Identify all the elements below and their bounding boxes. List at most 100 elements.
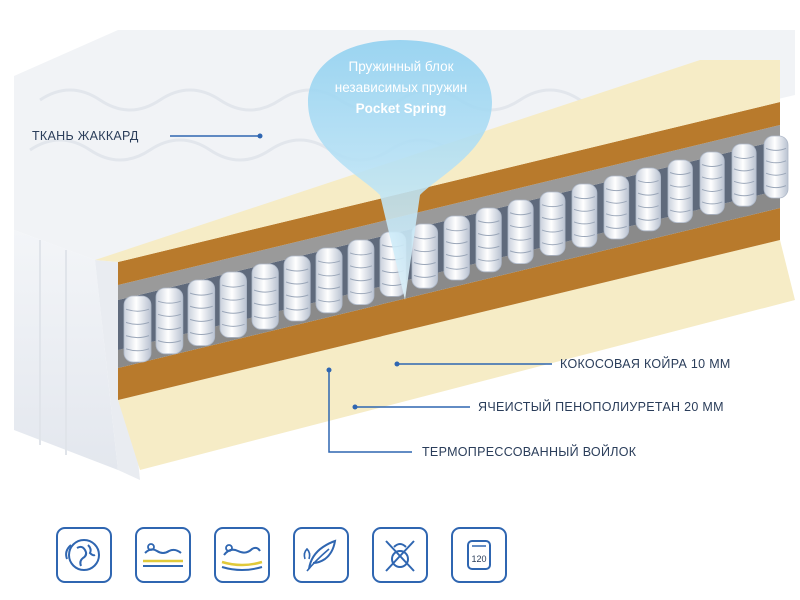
spring-ring: [541, 242, 564, 246]
spring-coil: [603, 175, 630, 240]
callout-line-1: Пружинный блок: [348, 59, 454, 74]
spring-ring: [317, 286, 341, 290]
spring-ring: [765, 172, 787, 176]
spring-ring: [541, 216, 564, 220]
spring-coil: [187, 279, 216, 346]
felt-dot: [326, 367, 332, 373]
spring-ring: [637, 205, 659, 209]
spring-ring: [509, 224, 532, 228]
spring-ring: [189, 292, 213, 296]
label-fabric: ТКАНЬ ЖАККАРД: [32, 129, 139, 143]
spring-ring: [189, 305, 213, 309]
spring-ring: [285, 294, 309, 298]
pocket-springs: [123, 135, 789, 363]
spring-ring: [733, 155, 755, 159]
spring-coil: [411, 223, 439, 289]
spring-ring: [445, 266, 468, 270]
spring-ring: [285, 268, 309, 272]
spring-ring: [541, 229, 564, 233]
spring-coil: [155, 287, 184, 355]
spring-ring: [413, 262, 436, 266]
spring-ring: [413, 249, 436, 253]
label-foam: ЯЧЕИСТЫЙ ПЕНОПОЛИУРЕТАН 20 ММ: [478, 400, 724, 414]
spring-ring: [701, 176, 723, 180]
spring-coil: [219, 271, 247, 338]
spring-ring: [605, 188, 627, 192]
spring-ring: [573, 234, 596, 238]
spring-ring: [733, 180, 755, 184]
spring-coil: [283, 255, 311, 322]
spring-ring: [317, 299, 341, 303]
spring-ring: [445, 241, 468, 245]
spring-ring: [349, 265, 373, 269]
spring-ring: [477, 220, 500, 224]
spring-coil: [699, 151, 725, 215]
foam-dot: [352, 404, 358, 410]
spring-ring: [157, 313, 182, 317]
spring-ring: [221, 323, 245, 327]
spring-ring: [253, 289, 277, 293]
callout-line-3: Pocket Spring: [355, 101, 447, 116]
spring-coil: [571, 183, 598, 248]
spring-ring: [637, 180, 659, 184]
orthopedic-support-icon: [214, 527, 270, 583]
medium-firmness-icon: [135, 527, 191, 583]
spring-ring: [253, 302, 277, 306]
spring-coil: [475, 207, 502, 273]
spring-ring: [669, 209, 691, 213]
spring-ring: [701, 188, 723, 192]
bottom-foam-layer: [118, 240, 795, 470]
spring-ring: [765, 160, 787, 164]
spring-ring: [253, 276, 277, 280]
coir-dot: [394, 361, 400, 367]
spring-ring: [125, 321, 150, 325]
spring-ring: [317, 273, 341, 277]
spring-ring: [477, 245, 500, 249]
top-coir-layer: [118, 102, 780, 285]
spring-coil: [347, 239, 375, 305]
spring-coil: [731, 143, 757, 207]
bottom-coir-layer: [118, 208, 780, 400]
spring-ring: [285, 281, 309, 285]
fabric-dot: [257, 133, 263, 139]
spring-ring: [509, 212, 532, 216]
spring-ring: [317, 260, 341, 264]
spring-ring: [189, 318, 213, 322]
spring-ring: [349, 278, 373, 282]
spring-ring: [157, 327, 182, 330]
breathable-globe-icon: [56, 527, 112, 583]
spring-coil: [251, 263, 279, 330]
spring-ring: [445, 228, 468, 232]
spring-ring: [413, 274, 436, 278]
spring-block-callout: Пружинный блок независимых пружин Pocket…: [318, 56, 484, 119]
spring-ring: [157, 340, 182, 344]
spring-ring: [669, 197, 691, 201]
spring-ring: [605, 200, 627, 204]
callout-line-2: независимых пружин: [334, 80, 468, 95]
spring-ring: [669, 184, 691, 188]
spring-ring: [605, 225, 627, 229]
spring-ring: [733, 193, 755, 197]
spring-ring: [509, 250, 532, 254]
spring-ring: [477, 258, 500, 262]
hypoallergenic-icon: [372, 527, 428, 583]
spring-ring: [701, 164, 723, 167]
spring-ring: [669, 172, 691, 176]
spring-coil: [635, 167, 662, 232]
spring-coil: [315, 247, 343, 314]
spring-coil: [123, 295, 152, 363]
spring-ring: [637, 217, 659, 221]
spring-ring: [157, 300, 182, 304]
callout-bubble: [308, 40, 492, 300]
spring-ring: [221, 297, 245, 301]
spring-ring: [221, 310, 245, 314]
spring-ring: [701, 201, 723, 205]
max-weight-icon: 120: [451, 527, 507, 583]
spring-coil: [763, 135, 789, 199]
spring-ring: [765, 147, 787, 151]
spring-ring: [637, 192, 659, 196]
spring-ring: [125, 308, 150, 312]
spring-ring: [509, 237, 532, 241]
spring-ring: [573, 221, 596, 225]
